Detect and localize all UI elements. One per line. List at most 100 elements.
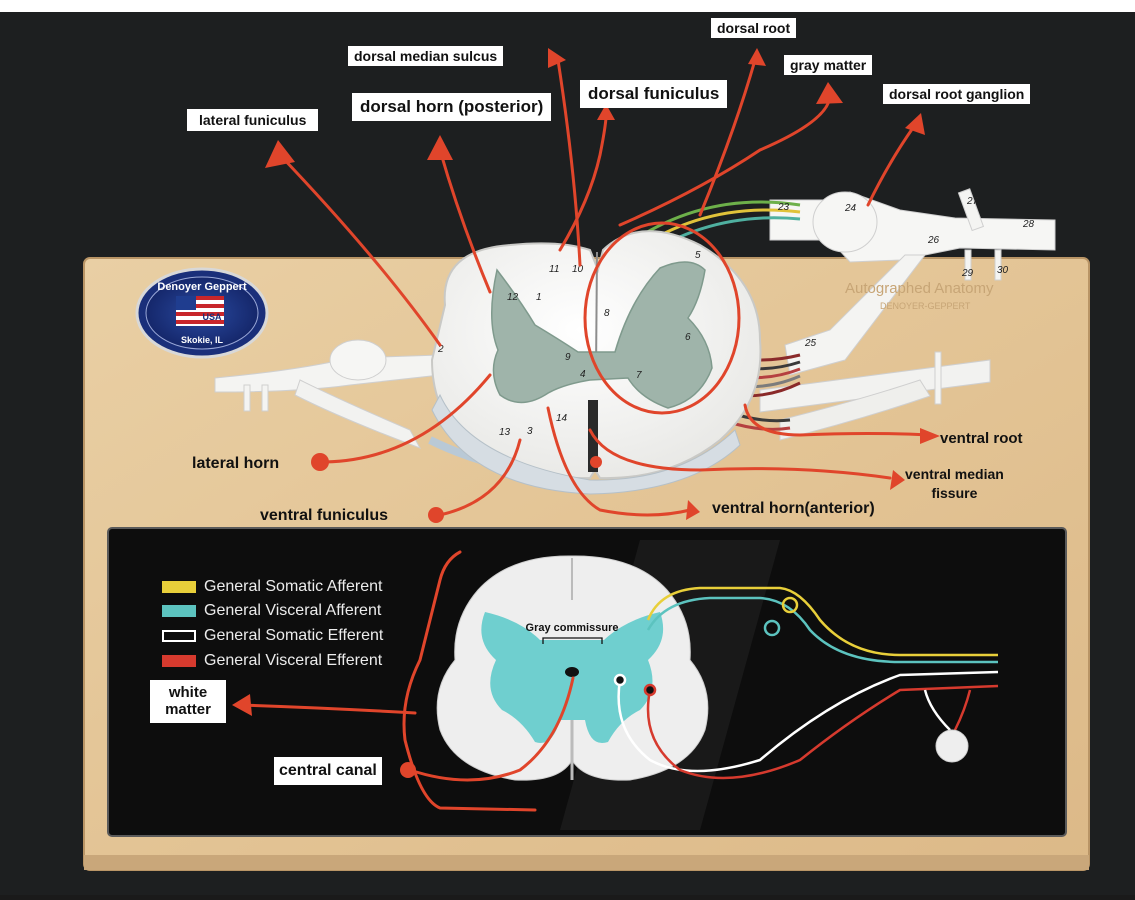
model-number: 5 bbox=[695, 250, 701, 261]
arrowhead-icon bbox=[890, 470, 905, 490]
model-number: 29 bbox=[961, 268, 974, 279]
arrowhead-icon bbox=[265, 140, 295, 168]
pointer-dot-icon bbox=[590, 456, 602, 468]
badge-bottom-text: Skokie, IL bbox=[181, 335, 224, 345]
diagram-central-canal bbox=[565, 667, 579, 677]
arrowhead-icon bbox=[905, 113, 925, 135]
arrowhead-icon bbox=[920, 428, 940, 444]
pointer-ventral-horn bbox=[546, 406, 692, 517]
label-dorsal-funiculus: dorsal funiculus bbox=[580, 80, 728, 108]
label-lateral-horn: lateral horn bbox=[192, 455, 280, 472]
model-number: 3 bbox=[527, 426, 533, 437]
legend-label: General Somatic Efferent bbox=[204, 627, 384, 644]
model-number: 11 bbox=[549, 264, 559, 275]
right-spinal-nerve bbox=[619, 188, 1056, 441]
pointer-white-matter bbox=[238, 703, 417, 715]
model-numbers: 2 3 4 1 5 6 7 8 9 10 11 12 13 14 23 24 2… bbox=[437, 196, 1035, 438]
pointer-dorsal-root-ganglion bbox=[866, 123, 917, 207]
wooden-base-edge bbox=[84, 855, 1089, 870]
label-central-canal: central canal bbox=[274, 757, 382, 786]
legend-label: General Somatic Afferent bbox=[204, 578, 383, 595]
label-dorsal-root: dorsal root bbox=[711, 18, 797, 39]
wood-brand-text: Autographed Anatomy bbox=[845, 280, 994, 297]
rami-communicantes-white bbox=[923, 689, 951, 731]
dorsal-root-ganglion-visceral bbox=[763, 619, 781, 637]
pointer-ventral-root bbox=[743, 403, 932, 437]
visceral-motor-neuron bbox=[643, 683, 657, 697]
gray-matter-circle bbox=[583, 221, 741, 415]
model-number: 28 bbox=[1022, 219, 1035, 230]
model-number: 6 bbox=[685, 332, 691, 343]
model-number: 13 bbox=[499, 427, 511, 438]
arrowhead-icon bbox=[427, 135, 453, 160]
annotation-pointers bbox=[238, 58, 932, 812]
label-ventral-horn: ventral horn(anterior) bbox=[712, 500, 875, 517]
dorsal-root-ganglion-somatic bbox=[781, 596, 799, 614]
model-number: 23 bbox=[777, 202, 790, 213]
model-number: 2 bbox=[437, 344, 444, 355]
arrowhead-icon bbox=[232, 694, 252, 716]
flag-icon bbox=[176, 296, 224, 326]
model-number: 4 bbox=[580, 369, 586, 380]
brand-badge: Denoyer Geppert USA Skokie, IL bbox=[135, 267, 269, 359]
model-number: 26 bbox=[927, 235, 940, 246]
model-number: 27 bbox=[966, 196, 979, 207]
pointer-dot-icon bbox=[400, 762, 416, 778]
pointer-ventral-median-fissure bbox=[588, 428, 892, 480]
sympathetic-ganglion bbox=[935, 729, 969, 763]
wood-brand-sub: DENOYER-GEPPERT bbox=[880, 301, 971, 311]
label-dorsal-horn: dorsal horn (posterior) bbox=[352, 93, 552, 121]
model-number: 12 bbox=[507, 292, 519, 303]
model-number: 24 bbox=[844, 203, 857, 214]
arrowhead-icon bbox=[686, 500, 700, 520]
gray-commissure-bracket bbox=[542, 637, 603, 644]
legend-swatch bbox=[162, 605, 196, 617]
somatic-afferent-path bbox=[646, 586, 998, 657]
pointer-central-canal bbox=[408, 676, 575, 782]
pointer-gray-matter bbox=[618, 93, 832, 227]
legend-label: General Visceral Afferent bbox=[204, 602, 382, 619]
pointer-dorsal-root bbox=[698, 58, 757, 217]
pointer-dorsal-funiculus bbox=[558, 116, 608, 252]
model-number: 10 bbox=[572, 264, 584, 275]
annotation-arrowheads bbox=[232, 48, 940, 778]
label-ventral-funiculus: ventral funiculus bbox=[260, 507, 389, 524]
printed-diagram: Gray commissure bbox=[436, 555, 999, 781]
arrowhead-icon bbox=[816, 82, 843, 104]
model-number: 9 bbox=[565, 352, 571, 363]
pointer-dot-icon bbox=[428, 507, 444, 523]
legend-swatch bbox=[162, 655, 196, 667]
pointer-dorsal-horn bbox=[438, 148, 492, 294]
legend-label: General Visceral Efferent bbox=[204, 652, 383, 669]
model-number: 1 bbox=[536, 292, 542, 303]
rami-communicantes-red bbox=[953, 689, 972, 731]
label-ventral-root: ventral root bbox=[940, 430, 1023, 447]
badge-top-text: Denoyer Geppert bbox=[157, 281, 247, 293]
model-number: 30 bbox=[997, 265, 1009, 276]
top-strip bbox=[0, 0, 1135, 12]
gray-commissure-label: Gray commissure bbox=[526, 622, 619, 634]
label-white-matter: white matter bbox=[150, 680, 226, 723]
label-dorsal-median-sulcus: dorsal median sulcus bbox=[348, 46, 504, 67]
visceral-efferent-path bbox=[646, 684, 999, 780]
model-number: 8 bbox=[604, 308, 610, 319]
pointer-lateral-funiculus bbox=[278, 153, 442, 347]
pointer-dot-icon bbox=[311, 453, 329, 471]
arrowhead-icon bbox=[548, 48, 566, 68]
white-matter-bracket bbox=[402, 550, 537, 812]
pointer-ventral-funiculus bbox=[438, 438, 522, 517]
legend-swatch bbox=[162, 581, 196, 593]
label-gray-matter: gray matter bbox=[784, 55, 873, 76]
label-ventral-median-fissure: ventral median fissure bbox=[905, 466, 1004, 501]
label-lateral-funiculus: lateral funiculus bbox=[187, 109, 319, 132]
somatic-efferent-path bbox=[617, 670, 999, 773]
somatic-motor-neuron bbox=[613, 673, 627, 687]
badge-center-text: USA bbox=[202, 312, 222, 322]
pointer-lateral-horn bbox=[323, 373, 492, 464]
arrowhead-icon bbox=[597, 104, 615, 120]
left-spinal-nerve bbox=[214, 339, 521, 474]
label-dorsal-root-ganglion: dorsal root ganglion bbox=[883, 84, 1031, 105]
arrowhead-icon bbox=[748, 48, 766, 66]
